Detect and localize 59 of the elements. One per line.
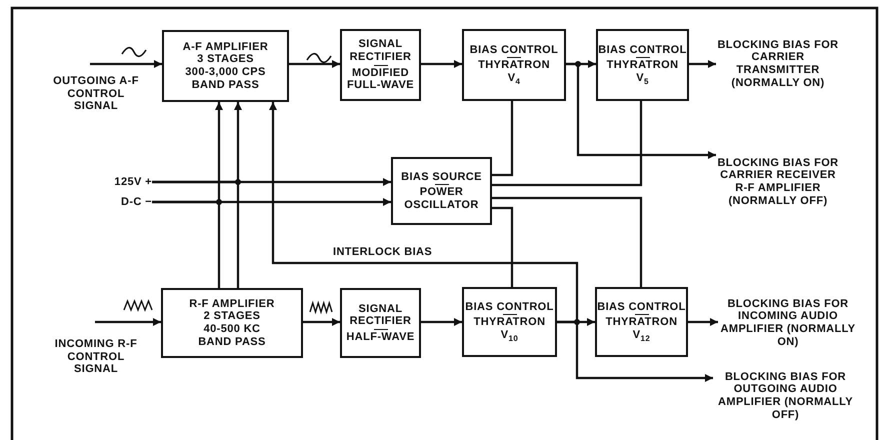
block-text: BIAS CONTROL bbox=[598, 44, 687, 56]
connector bbox=[492, 196, 642, 287]
block-text: THYRATRON bbox=[474, 316, 546, 329]
block-box bbox=[462, 287, 557, 357]
block-box bbox=[161, 288, 303, 358]
connector bbox=[421, 60, 462, 68]
signal-label: BLOCKING BIAS FOR OUTGOING AUDIO AMPLIFIER (NORMALLY OFF) bbox=[713, 370, 858, 422]
signal-label: 125V + bbox=[96, 174, 152, 190]
connector bbox=[492, 101, 514, 176]
block-text: BAND PASS bbox=[198, 336, 266, 348]
block-text: 3 STAGES bbox=[197, 53, 254, 66]
connector bbox=[557, 320, 713, 382]
block-box bbox=[596, 29, 689, 101]
block-text: BIAS CONTROL bbox=[470, 44, 558, 56]
block-box bbox=[340, 288, 421, 358]
block-text: SIGNAL RECTIFIER bbox=[348, 38, 412, 64]
connector bbox=[492, 101, 642, 186]
block-text: V$_{12}$ bbox=[632, 328, 650, 344]
block-text: R-F AMPLIFIER bbox=[189, 298, 275, 310]
block-text: BIAS CONTROL bbox=[597, 300, 686, 314]
block-text: BIAS CONTROL bbox=[465, 300, 554, 314]
block-text: 2 STAGES bbox=[204, 310, 260, 323]
connector bbox=[688, 318, 718, 326]
block-text: V$_{5}$ bbox=[636, 72, 649, 86]
connector bbox=[289, 60, 340, 68]
connector bbox=[94, 318, 161, 326]
block-text: V$_{10}$ bbox=[500, 328, 518, 344]
block-text: SIGNAL RECTIFIER bbox=[348, 302, 412, 328]
block-box bbox=[162, 30, 289, 102]
block-box bbox=[391, 157, 492, 225]
connector bbox=[566, 62, 716, 159]
connector bbox=[421, 318, 462, 326]
block-text: MODIFIED FULL-WAVE bbox=[346, 66, 415, 92]
block-box bbox=[462, 29, 566, 101]
connector bbox=[492, 206, 514, 287]
connector bbox=[88, 60, 162, 68]
block-box bbox=[595, 287, 688, 357]
block-text: BAND PASS bbox=[192, 78, 260, 92]
connector bbox=[152, 180, 240, 288]
block-text: THYRATRON bbox=[606, 316, 678, 329]
block-text: BIAS SOURCE bbox=[401, 170, 482, 184]
block-text: A-F AMPLIFIER bbox=[182, 40, 268, 54]
signal-label: D-C − bbox=[96, 194, 152, 210]
block-text: HALF-WAVE bbox=[346, 330, 415, 344]
signal-label: BLOCKING BIAS FOR INCOMING AUDIO AMPLIFIER (NORMALLY ON) bbox=[718, 291, 858, 355]
block-text: V$_{4}$ bbox=[508, 72, 520, 86]
signal-label: INCOMING R-F CONTROL SIGNAL bbox=[45, 322, 147, 378]
block-text: 40-500 KC bbox=[204, 323, 260, 336]
block-text: 300-3,000 CPS bbox=[185, 66, 266, 79]
connector bbox=[303, 318, 340, 326]
block-text: POWER OSCILLATOR bbox=[403, 186, 480, 212]
connector bbox=[152, 200, 220, 288]
signal-label: BLOCKING BIAS FOR CARRIER RECEIVER R-F AMPLIFIER (NORMALLY OFF) bbox=[716, 147, 840, 217]
block-text: THYRATRON bbox=[606, 59, 678, 72]
block-text: THYRATRON bbox=[478, 59, 550, 72]
signal-label: OUTGOING A-F CONTROL SIGNAL bbox=[45, 64, 147, 110]
block-box bbox=[340, 29, 421, 101]
connector bbox=[689, 60, 716, 68]
signal-label: BLOCKING BIAS FOR CARRIER TRANSMITTER (NORMALLY ON) bbox=[716, 36, 840, 92]
